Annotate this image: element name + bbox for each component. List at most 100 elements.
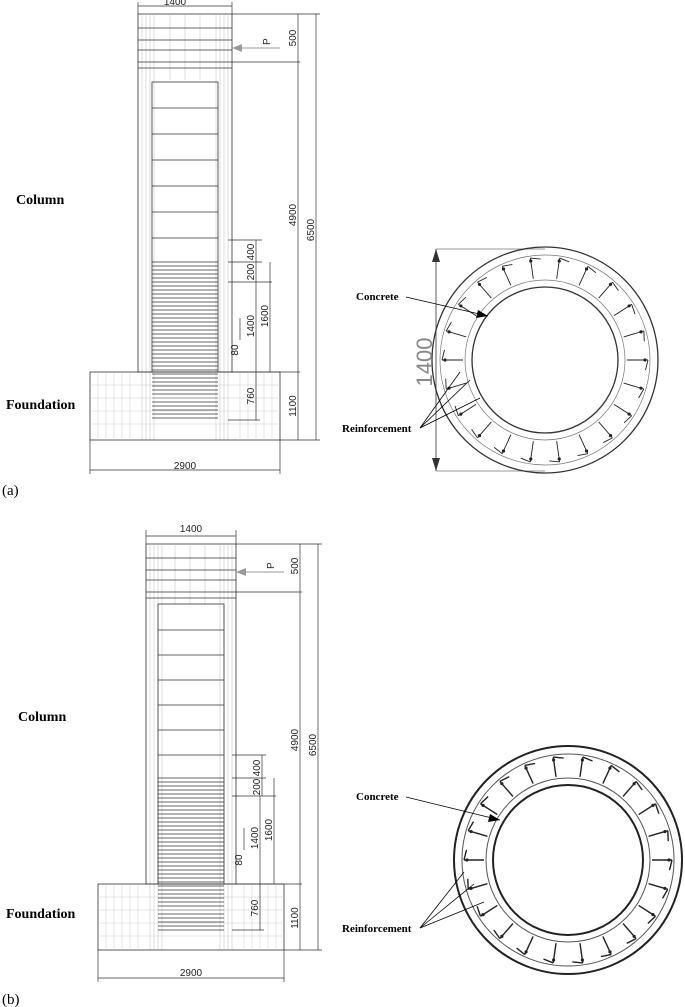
dim-mid-seg: 4900: [288, 203, 299, 226]
rebar-dot: [481, 803, 485, 807]
panel-b: Column Foundation (b): [2, 524, 683, 1007]
foundation-outline: [97, 883, 285, 951]
tie-hook: [454, 405, 459, 416]
tie-hook: [587, 265, 597, 274]
dim-400: 400: [252, 759, 263, 776]
tie-hook: [543, 958, 554, 964]
column-label: Column: [18, 710, 66, 725]
rebar-dot: [651, 803, 655, 807]
tie-hook: [458, 296, 467, 305]
tie-hook: [524, 762, 536, 767]
concrete-label: Concrete: [356, 791, 399, 803]
tie-hook: [520, 457, 531, 463]
dim-1600: 1600: [264, 818, 275, 841]
tie-hook: [645, 359, 649, 371]
load-arrow: P: [232, 38, 280, 52]
tie-hook: [647, 915, 656, 924]
tie-hook: [626, 937, 637, 944]
foundation-grid: [90, 372, 280, 440]
dim-mid-seg: 4900: [290, 728, 301, 751]
reinforcement-label: Reinforcement: [342, 923, 412, 935]
rebar-dot: [632, 782, 636, 786]
tie-hook: [631, 304, 636, 315]
dim-total: 6500: [306, 218, 317, 241]
tie-hook: [480, 796, 489, 805]
column-outline: [145, 543, 237, 885]
tie-hook: [623, 415, 632, 424]
rebar-dot: [552, 758, 556, 762]
column-elevation: [89, 13, 281, 441]
dim-760: 760: [250, 899, 261, 916]
svg-text:P: P: [262, 38, 273, 45]
dim-total: 6500: [308, 733, 319, 756]
ties: [463, 756, 673, 964]
column-elevation: [97, 543, 285, 951]
stirrups-dense: [158, 781, 224, 931]
rebar-dot: [552, 958, 556, 962]
tie-hook: [445, 321, 452, 332]
dim-400: 400: [246, 243, 257, 260]
rebar-dot: [524, 766, 528, 770]
rebar-dot: [459, 304, 463, 308]
rebar-dot: [627, 304, 631, 308]
rebar-dot: [608, 433, 613, 438]
tie-hook: [668, 859, 673, 871]
rebar-dot: [608, 950, 612, 954]
rebar-dot: [469, 829, 473, 834]
top-stirrups: [138, 27, 232, 69]
outer-ring: [431, 246, 659, 474]
rebar-dot: [500, 934, 504, 938]
rebar-dot: [667, 858, 671, 862]
rebar-dot: [651, 913, 655, 917]
panel-label: (a): [2, 483, 19, 499]
vertical-rebars: [141, 14, 229, 440]
rebar-dot: [608, 282, 613, 287]
dim-foundation-h: 1100: [290, 907, 301, 929]
tie-hook: [600, 953, 612, 958]
rebar-dot: [443, 358, 447, 362]
rebar-dot: [584, 449, 589, 453]
reinforcement-label: Reinforcement: [342, 423, 412, 435]
dim-80: 80: [230, 344, 241, 356]
diameter-label: 1400: [412, 338, 437, 387]
vertical-rebars: [149, 544, 233, 950]
tie-hook: [572, 961, 583, 964]
tie-hook: [493, 446, 503, 455]
tie-hook: [582, 756, 593, 762]
rebar-dot: [481, 913, 485, 917]
column-core: [151, 81, 219, 373]
cross-section: 1400 Concrete Reinforcement: [342, 246, 659, 474]
tie-hook: [477, 277, 488, 283]
top-stirrups: [146, 557, 236, 599]
stirrups-wide: [158, 629, 224, 779]
rebar-dot: [632, 934, 636, 938]
rebar-dot: [500, 782, 504, 786]
dim-80: 80: [234, 854, 245, 866]
rebar-dot: [447, 330, 451, 334]
dim-760: 760: [246, 387, 257, 404]
rebar-dot: [459, 412, 463, 416]
panel-label: (b): [2, 992, 20, 1007]
tie-hook: [610, 764, 620, 773]
rebar-dot: [639, 386, 643, 390]
tie-hook: [654, 803, 660, 814]
rebar-dot: [524, 950, 528, 954]
rebar-dot: [639, 330, 643, 334]
rebar-dot: [663, 886, 667, 891]
foundation-grid: [98, 884, 284, 950]
rebar-dot: [465, 858, 469, 862]
tie-hook: [602, 437, 613, 443]
inner-ring: [471, 286, 619, 434]
dim-top-width: 1400: [180, 524, 203, 535]
concrete-label: Concrete: [356, 291, 399, 303]
column-label: Column: [16, 193, 64, 208]
rebar-dot: [529, 457, 533, 461]
tie-hook: [502, 263, 513, 267]
tie-hook: [441, 349, 445, 361]
dimension-lines: [97, 530, 322, 982]
rebar-dot: [557, 259, 561, 263]
foundation-outline: [89, 371, 281, 441]
outer-ring: [453, 745, 683, 975]
tie-hook: [471, 429, 478, 439]
